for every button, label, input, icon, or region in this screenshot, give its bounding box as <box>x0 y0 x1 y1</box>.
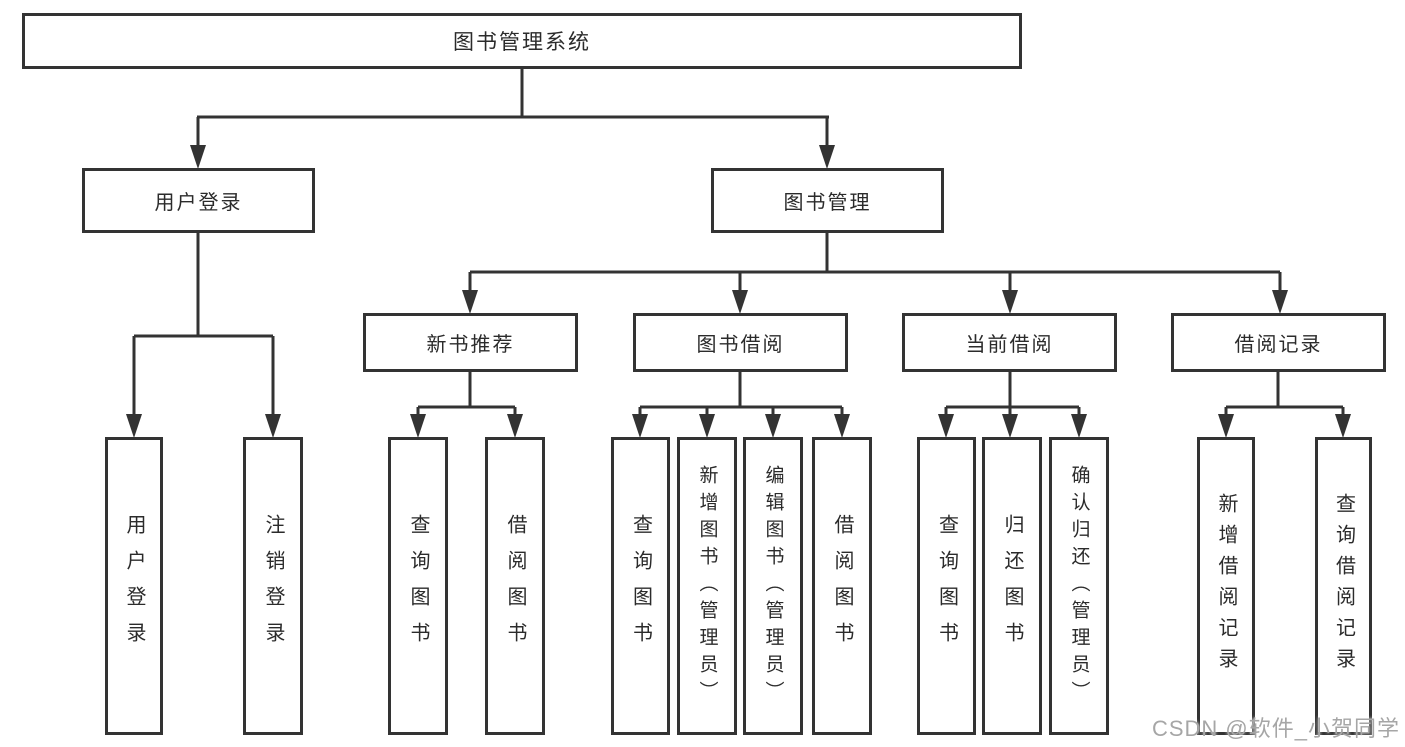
node-user-login: 用户登录 <box>82 168 315 233</box>
node-book-borrow: 图书借阅 <box>633 313 848 372</box>
node-leaf-query-book-2: 查询图书 <box>611 437 670 735</box>
node-leaf-add-borrow-record-label: 新增借阅记录 <box>1215 493 1237 679</box>
node-leaf-query-borrow-record-label: 查询借阅记录 <box>1332 493 1355 679</box>
node-leaf-edit-book-admin: 编辑图书（管理员） <box>743 437 803 735</box>
node-book-management: 图书管理 <box>711 168 944 233</box>
node-leaf-query-book-1-label: 查询图书 <box>407 514 429 658</box>
node-root: 图书管理系统 <box>22 13 1022 69</box>
node-borrow-records: 借阅记录 <box>1171 313 1386 372</box>
node-borrow-records-label: 借阅记录 <box>1234 334 1323 356</box>
node-leaf-query-book-3: 查询图书 <box>917 437 976 735</box>
node-leaf-add-book-admin: 新增图书（管理员） <box>677 437 737 735</box>
node-leaf-logout-label: 注销登录 <box>262 514 284 658</box>
node-leaf-user-login-label: 用户登录 <box>123 514 145 658</box>
node-current-borrow: 当前借阅 <box>902 313 1117 372</box>
node-leaf-user-login: 用户登录 <box>105 437 163 735</box>
node-leaf-logout: 注销登录 <box>243 437 303 735</box>
node-current-borrow-label: 当前借阅 <box>965 334 1054 356</box>
node-leaf-borrow-book-2-label: 借阅图书 <box>831 514 853 658</box>
node-leaf-confirm-return-admin: 确认归还（管理员） <box>1049 437 1109 735</box>
node-new-book-recommend: 新书推荐 <box>363 313 578 372</box>
node-leaf-query-book-3-label: 查询图书 <box>935 514 958 658</box>
node-leaf-edit-book-admin-label: 编辑图书（管理员） <box>762 464 784 708</box>
node-leaf-borrow-book-1-label: 借阅图书 <box>504 514 526 658</box>
node-leaf-add-borrow-record: 新增借阅记录 <box>1197 437 1255 735</box>
node-root-label: 图书管理系统 <box>453 31 591 54</box>
node-leaf-add-book-admin-label: 新增图书（管理员） <box>696 464 718 708</box>
node-leaf-borrow-book-2: 借阅图书 <box>812 437 872 735</box>
node-book-management-label: 图书管理 <box>783 192 872 214</box>
node-leaf-return-book: 归还图书 <box>982 437 1042 735</box>
node-leaf-query-book-1: 查询图书 <box>388 437 448 735</box>
node-leaf-confirm-return-admin-label: 确认归还（管理员） <box>1068 464 1090 708</box>
node-user-login-label: 用户登录 <box>154 192 243 214</box>
node-leaf-query-book-2-label: 查询图书 <box>629 514 652 658</box>
node-leaf-query-borrow-record: 查询借阅记录 <box>1315 437 1372 735</box>
node-new-book-recommend-label: 新书推荐 <box>426 334 515 356</box>
node-book-borrow-label: 图书借阅 <box>696 334 785 356</box>
node-leaf-borrow-book-1: 借阅图书 <box>485 437 545 735</box>
node-leaf-return-book-label: 归还图书 <box>1001 514 1023 658</box>
watermark: CSDN @软件_小贺同学 <box>1151 716 1400 741</box>
